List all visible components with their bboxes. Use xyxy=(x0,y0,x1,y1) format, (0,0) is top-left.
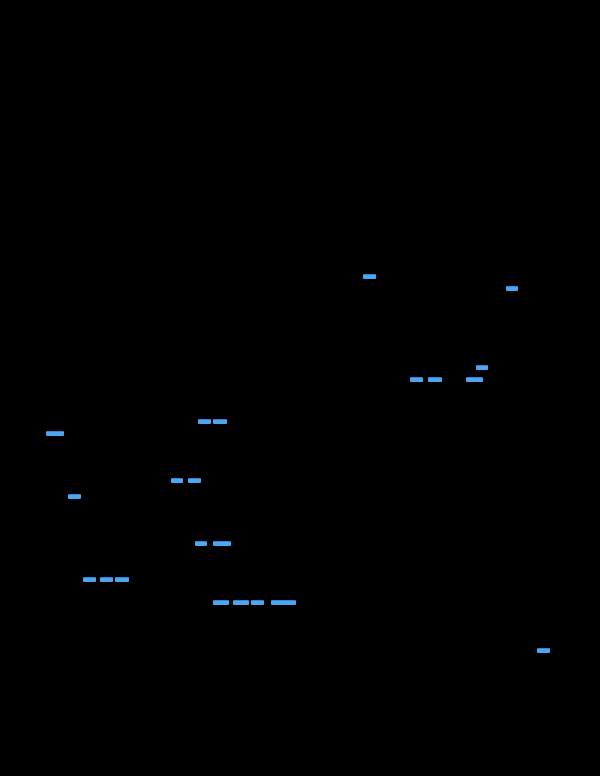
hyperlink[interactable] xyxy=(213,600,229,605)
hyperlink[interactable] xyxy=(233,600,249,605)
hyperlink[interactable] xyxy=(188,478,201,483)
hyperlink[interactable] xyxy=(251,600,264,605)
hyperlink[interactable] xyxy=(68,494,81,499)
hyperlink[interactable] xyxy=(100,577,113,582)
hyperlink[interactable] xyxy=(198,419,211,424)
hyperlink[interactable] xyxy=(171,478,183,483)
hyperlink[interactable] xyxy=(195,541,207,546)
hyperlink[interactable] xyxy=(476,365,488,370)
hyperlink[interactable] xyxy=(213,419,227,424)
hyperlink[interactable] xyxy=(115,577,129,582)
hyperlink[interactable] xyxy=(271,600,296,605)
hyperlink[interactable] xyxy=(506,286,518,291)
hyperlink[interactable] xyxy=(213,541,231,546)
hyperlink[interactable] xyxy=(46,431,64,436)
hyperlink[interactable] xyxy=(537,648,550,653)
hyperlink[interactable] xyxy=(410,377,423,382)
hyperlink[interactable] xyxy=(83,577,96,582)
hyperlink[interactable] xyxy=(466,377,483,382)
hyperlink[interactable] xyxy=(363,274,376,279)
hyperlink[interactable] xyxy=(428,377,442,382)
